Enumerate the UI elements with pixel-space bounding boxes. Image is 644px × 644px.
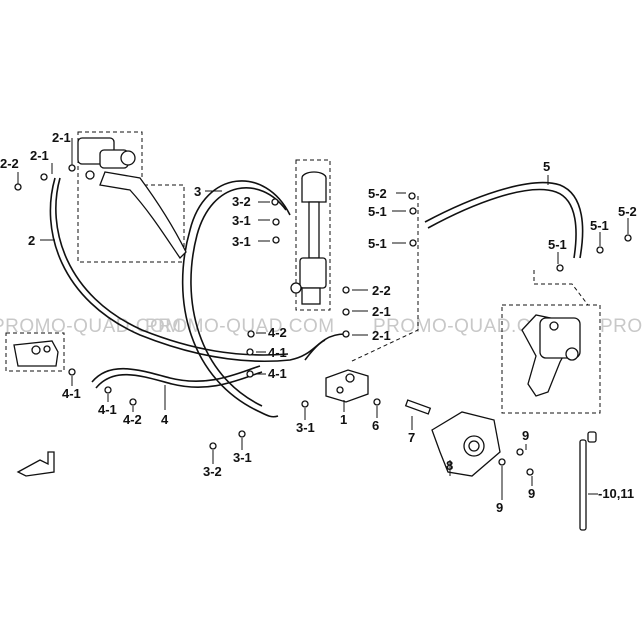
callout-2-1-a: 2-1 bbox=[52, 130, 71, 145]
hose-2-inner bbox=[55, 177, 289, 356]
callout-4-1-b: 4-1 bbox=[268, 366, 287, 381]
hose-5 bbox=[424, 181, 584, 259]
left-caliper bbox=[13, 340, 59, 367]
callout-5-1-d: 5-1 bbox=[590, 218, 609, 233]
watermark-text-1: PROMO-QUAD.COM bbox=[0, 316, 182, 337]
callout-5-1-b: 5-1 bbox=[368, 236, 387, 251]
callout-1: 1 bbox=[340, 412, 347, 427]
callout-2-1-c: 2-1 bbox=[372, 304, 391, 319]
hose-short bbox=[304, 333, 346, 361]
hose-5-inner bbox=[427, 188, 577, 259]
connection-line-2 bbox=[533, 270, 589, 306]
callout-3-2-a: 3-2 bbox=[232, 194, 251, 209]
callout-5-1-c: 5-1 bbox=[548, 237, 567, 252]
hose-4-inner bbox=[95, 371, 263, 389]
watermark-text-3: PROMO-QUAD.COM bbox=[373, 316, 563, 337]
distribution-block bbox=[325, 369, 369, 403]
right-caliper bbox=[521, 314, 581, 397]
hose-3-inner bbox=[190, 187, 287, 407]
cable-tie bbox=[579, 431, 597, 531]
callout-4-1-c: 4-1 bbox=[62, 386, 81, 401]
fasteners bbox=[14, 173, 632, 476]
direction-arrow-icon bbox=[16, 451, 55, 477]
hose-4 bbox=[91, 365, 261, 383]
callout-labels: 2-1 2-2 2-1 2 3 3-2 3-1 3-1 5 5-2 5-1 5-… bbox=[0, 130, 637, 515]
watermark-text-2: PROMO-QUAD.COM bbox=[145, 316, 335, 337]
bolt-7 bbox=[404, 399, 432, 415]
callout-3-1-d: 3-1 bbox=[233, 450, 252, 465]
rear-master-cylinder bbox=[290, 171, 327, 305]
callout-3-2-b: 3-2 bbox=[203, 464, 222, 479]
callout-5-1-a: 5-1 bbox=[368, 204, 387, 219]
callout-4-2-b: 4-2 bbox=[123, 412, 142, 427]
rear-cylinder-outline bbox=[295, 159, 331, 311]
connection-line-1 bbox=[349, 196, 419, 363]
left-caliper-outline bbox=[5, 332, 65, 372]
callout-4-2-a: 4-2 bbox=[268, 325, 287, 340]
callout-7: 7 bbox=[408, 430, 415, 445]
watermark: PROMO-QUAD.COM PROMO-QUAD.COM PROMO-QUAD… bbox=[0, 316, 643, 337]
watermark-text-4: PRO bbox=[600, 316, 643, 337]
callout-3-1-b: 3-1 bbox=[232, 234, 251, 249]
leader-lines bbox=[17, 138, 629, 500]
callout-9-c: 9 bbox=[496, 500, 503, 515]
callout-8: 8 bbox=[446, 458, 453, 473]
callout-2-1-d: 2-1 bbox=[372, 328, 391, 343]
callout-9-b: 9 bbox=[528, 486, 535, 501]
callout-5-2-b: 5-2 bbox=[618, 204, 637, 219]
callout-3-1-a: 3-1 bbox=[232, 213, 251, 228]
mount-bracket bbox=[431, 411, 501, 477]
callout-6: 6 bbox=[372, 418, 379, 433]
master-cylinder bbox=[68, 137, 187, 260]
master-cylinder-outline bbox=[77, 131, 185, 263]
callout-3: 3 bbox=[194, 184, 201, 199]
callout-2-1-b: 2-1 bbox=[30, 148, 49, 163]
callout-2: 2 bbox=[28, 233, 35, 248]
callout-5: 5 bbox=[543, 159, 550, 174]
callout-4-1-a: 4-1 bbox=[268, 345, 287, 360]
callout-9-a: 9 bbox=[522, 428, 529, 443]
callout-4: 4 bbox=[161, 412, 169, 427]
callout-10-11: -10,11 bbox=[598, 486, 634, 501]
hose-2 bbox=[49, 177, 326, 363]
right-caliper-outline bbox=[501, 304, 601, 414]
callout-2-2-a: 2-2 bbox=[0, 156, 19, 171]
callout-4-1-d: 4-1 bbox=[98, 402, 117, 417]
callout-3-1-c: 3-1 bbox=[296, 420, 315, 435]
hose-3 bbox=[181, 180, 291, 418]
callout-5-2-a: 5-2 bbox=[368, 186, 387, 201]
callout-2-2-b: 2-2 bbox=[372, 283, 391, 298]
